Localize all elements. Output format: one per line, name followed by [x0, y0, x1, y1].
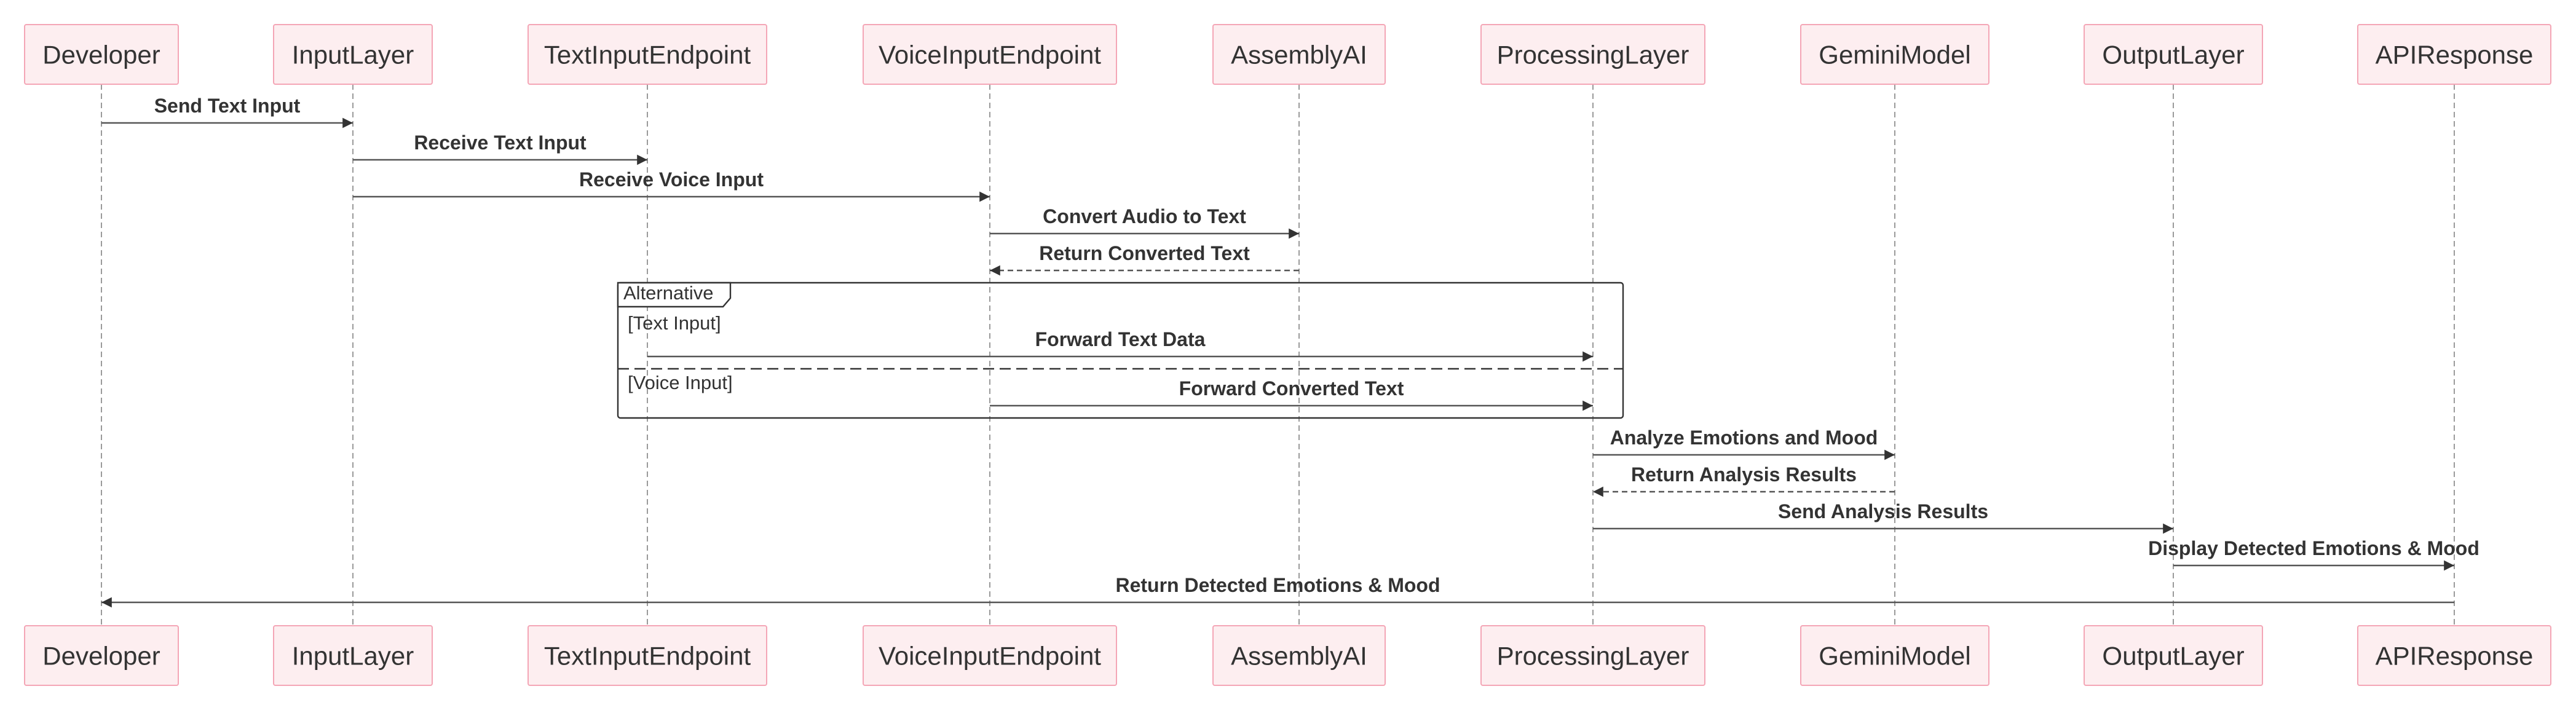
actor-label: VoiceInputEndpoint — [879, 642, 1101, 671]
actor-label: InputLayer — [292, 642, 414, 671]
message-12: Return Detected Emotions & Mood — [101, 574, 2454, 608]
message-label: Return Detected Emotions & Mood — [1115, 574, 1440, 596]
lifelines — [101, 84, 2455, 626]
participants: DeveloperDeveloperInputLayerInputLayerTe… — [24, 24, 2551, 686]
actor-box — [24, 625, 179, 686]
message-label: Display Detected Emotions & Mood — [2148, 537, 2479, 559]
alt-frame-guard-text-input: [Text Input] — [628, 312, 721, 334]
actor-label: TextInputEndpoint — [544, 642, 751, 671]
message-label: Analyze Emotions and Mood — [1610, 427, 1878, 449]
actor-textinputendpoint-top: TextInputEndpoint — [527, 24, 767, 85]
actor-label: APIResponse — [2376, 642, 2534, 671]
actor-apiresponse-top: APIResponse — [2357, 24, 2551, 85]
actor-label: APIResponse — [2376, 41, 2534, 69]
message-7: Forward Converted Text — [990, 377, 1593, 411]
message-label: Receive Text Input — [414, 132, 587, 154]
actor-box — [24, 24, 179, 85]
actor-box — [1800, 24, 1989, 85]
actor-geminimodel-bottom: GeminiModel — [1800, 625, 1989, 686]
actor-voiceinputendpoint-bottom: VoiceInputEndpoint — [863, 625, 1117, 686]
actor-box — [2084, 625, 2263, 686]
message-label: Receive Voice Input — [579, 168, 764, 191]
alt-frame-guard-voice-input: [Voice Input] — [628, 372, 733, 393]
message-label: Forward Text Data — [1035, 328, 1206, 350]
actor-box — [527, 24, 767, 85]
actor-label: ProcessingLayer — [1497, 41, 1689, 69]
actor-label: Developer — [42, 642, 160, 671]
actor-label: OutputLayer — [2102, 642, 2244, 671]
actor-label: AssemblyAI — [1231, 41, 1367, 69]
actor-developer-bottom: Developer — [24, 625, 179, 686]
actor-label: InputLayer — [292, 41, 414, 69]
actor-textinputendpoint-bottom: TextInputEndpoint — [527, 625, 767, 686]
message-6: Forward Text Data — [647, 328, 1593, 362]
message-1: Send Text Input — [101, 95, 353, 128]
actor-box — [2084, 24, 2263, 85]
actor-box — [1480, 24, 1705, 85]
alt-frame: Alternative [Text Input] [Voice Input] — [617, 282, 1624, 419]
actor-label: GeminiModel — [1819, 642, 1970, 671]
message-9: Return Analysis Results — [1593, 463, 1895, 497]
actor-outputlayer-top: OutputLayer — [2084, 24, 2263, 85]
actor-box — [1480, 625, 1705, 686]
message-3: Receive Voice Input — [353, 168, 990, 202]
actor-developer-top: Developer — [24, 24, 179, 85]
actor-label: OutputLayer — [2102, 41, 2244, 69]
actor-box — [273, 625, 433, 686]
actor-box — [863, 625, 1117, 686]
actor-outputlayer-bottom: OutputLayer — [2084, 625, 2263, 686]
message-label: Send Analysis Results — [1778, 500, 1988, 522]
actor-inputlayer-top: InputLayer — [273, 24, 433, 85]
actor-box — [527, 625, 767, 686]
actor-box — [2357, 24, 2551, 85]
actor-voiceinputendpoint-top: VoiceInputEndpoint — [863, 24, 1117, 85]
message-label: Send Text Input — [154, 95, 301, 117]
actor-assemblyai-bottom: AssemblyAI — [1212, 625, 1386, 686]
message-5: Return Converted Text — [990, 242, 1299, 276]
actor-inputlayer-bottom: InputLayer — [273, 625, 433, 686]
message-label: Return Converted Text — [1039, 242, 1250, 264]
actor-box — [2357, 625, 2551, 686]
actor-box — [863, 24, 1117, 85]
actor-box — [1212, 24, 1386, 85]
actor-label: TextInputEndpoint — [544, 41, 751, 69]
actor-label: Developer — [42, 41, 160, 69]
alt-frame-border — [617, 282, 1624, 419]
message-11: Display Detected Emotions & Mood — [2148, 537, 2479, 571]
actor-assemblyai-top: AssemblyAI — [1212, 24, 1386, 85]
actor-apiresponse-bottom: APIResponse — [2357, 625, 2551, 686]
message-label: Forward Converted Text — [1179, 377, 1404, 400]
message-label: Convert Audio to Text — [1043, 205, 1246, 227]
actor-processinglayer-top: ProcessingLayer — [1480, 24, 1705, 85]
message-label: Return Analysis Results — [1631, 463, 1857, 486]
alt-frame-label: Alternative — [623, 282, 713, 304]
actor-label: AssemblyAI — [1231, 642, 1367, 671]
message-10: Send Analysis Results — [1593, 500, 2173, 534]
actor-processinglayer-bottom: ProcessingLayer — [1480, 625, 1705, 686]
alt-frame-tab — [617, 282, 732, 308]
actor-label: ProcessingLayer — [1497, 642, 1689, 671]
actor-label: GeminiModel — [1819, 41, 1970, 69]
actor-box — [1212, 625, 1386, 686]
message-2: Receive Text Input — [353, 132, 647, 165]
actor-label: VoiceInputEndpoint — [879, 41, 1101, 69]
message-4: Convert Audio to Text — [990, 205, 1299, 239]
actor-box — [273, 24, 433, 85]
actor-geminimodel-top: GeminiModel — [1800, 24, 1989, 85]
actor-box — [1800, 625, 1989, 686]
message-8: Analyze Emotions and Mood — [1593, 427, 1895, 460]
